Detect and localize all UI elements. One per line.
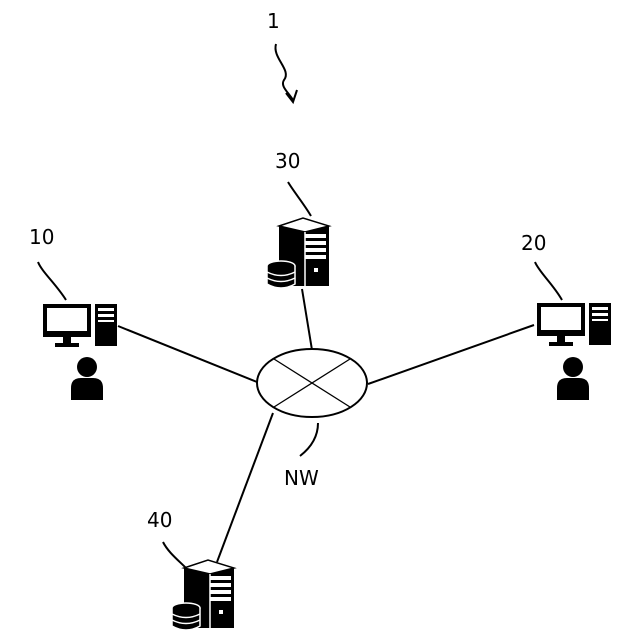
desktop-computer-icon	[43, 304, 117, 347]
node-20-label: 20	[521, 231, 546, 255]
node-30-label: 30	[275, 149, 300, 173]
system-ref-label: 1	[267, 9, 280, 33]
node-40-leader-line	[163, 542, 186, 568]
node-40-label: 40	[147, 508, 172, 532]
server-database-icon	[267, 218, 329, 288]
server-database-icon	[172, 560, 234, 630]
user-icon	[557, 357, 589, 400]
node-10-leader-line	[38, 262, 66, 300]
network-node	[257, 349, 367, 417]
link-20-nw	[368, 325, 534, 384]
network-leader-line	[300, 423, 318, 456]
node-30-leader-line	[288, 182, 311, 216]
system-ref-arrow	[275, 44, 293, 100]
link-40-nw	[217, 413, 273, 562]
link-10-nw	[118, 326, 257, 382]
desktop-computer-icon	[537, 303, 611, 346]
user-icon	[71, 357, 103, 400]
link-30-nw	[302, 289, 312, 350]
node-20-leader-line	[535, 262, 562, 300]
network-label: NW	[284, 466, 319, 490]
node-10-label: 10	[29, 225, 54, 249]
